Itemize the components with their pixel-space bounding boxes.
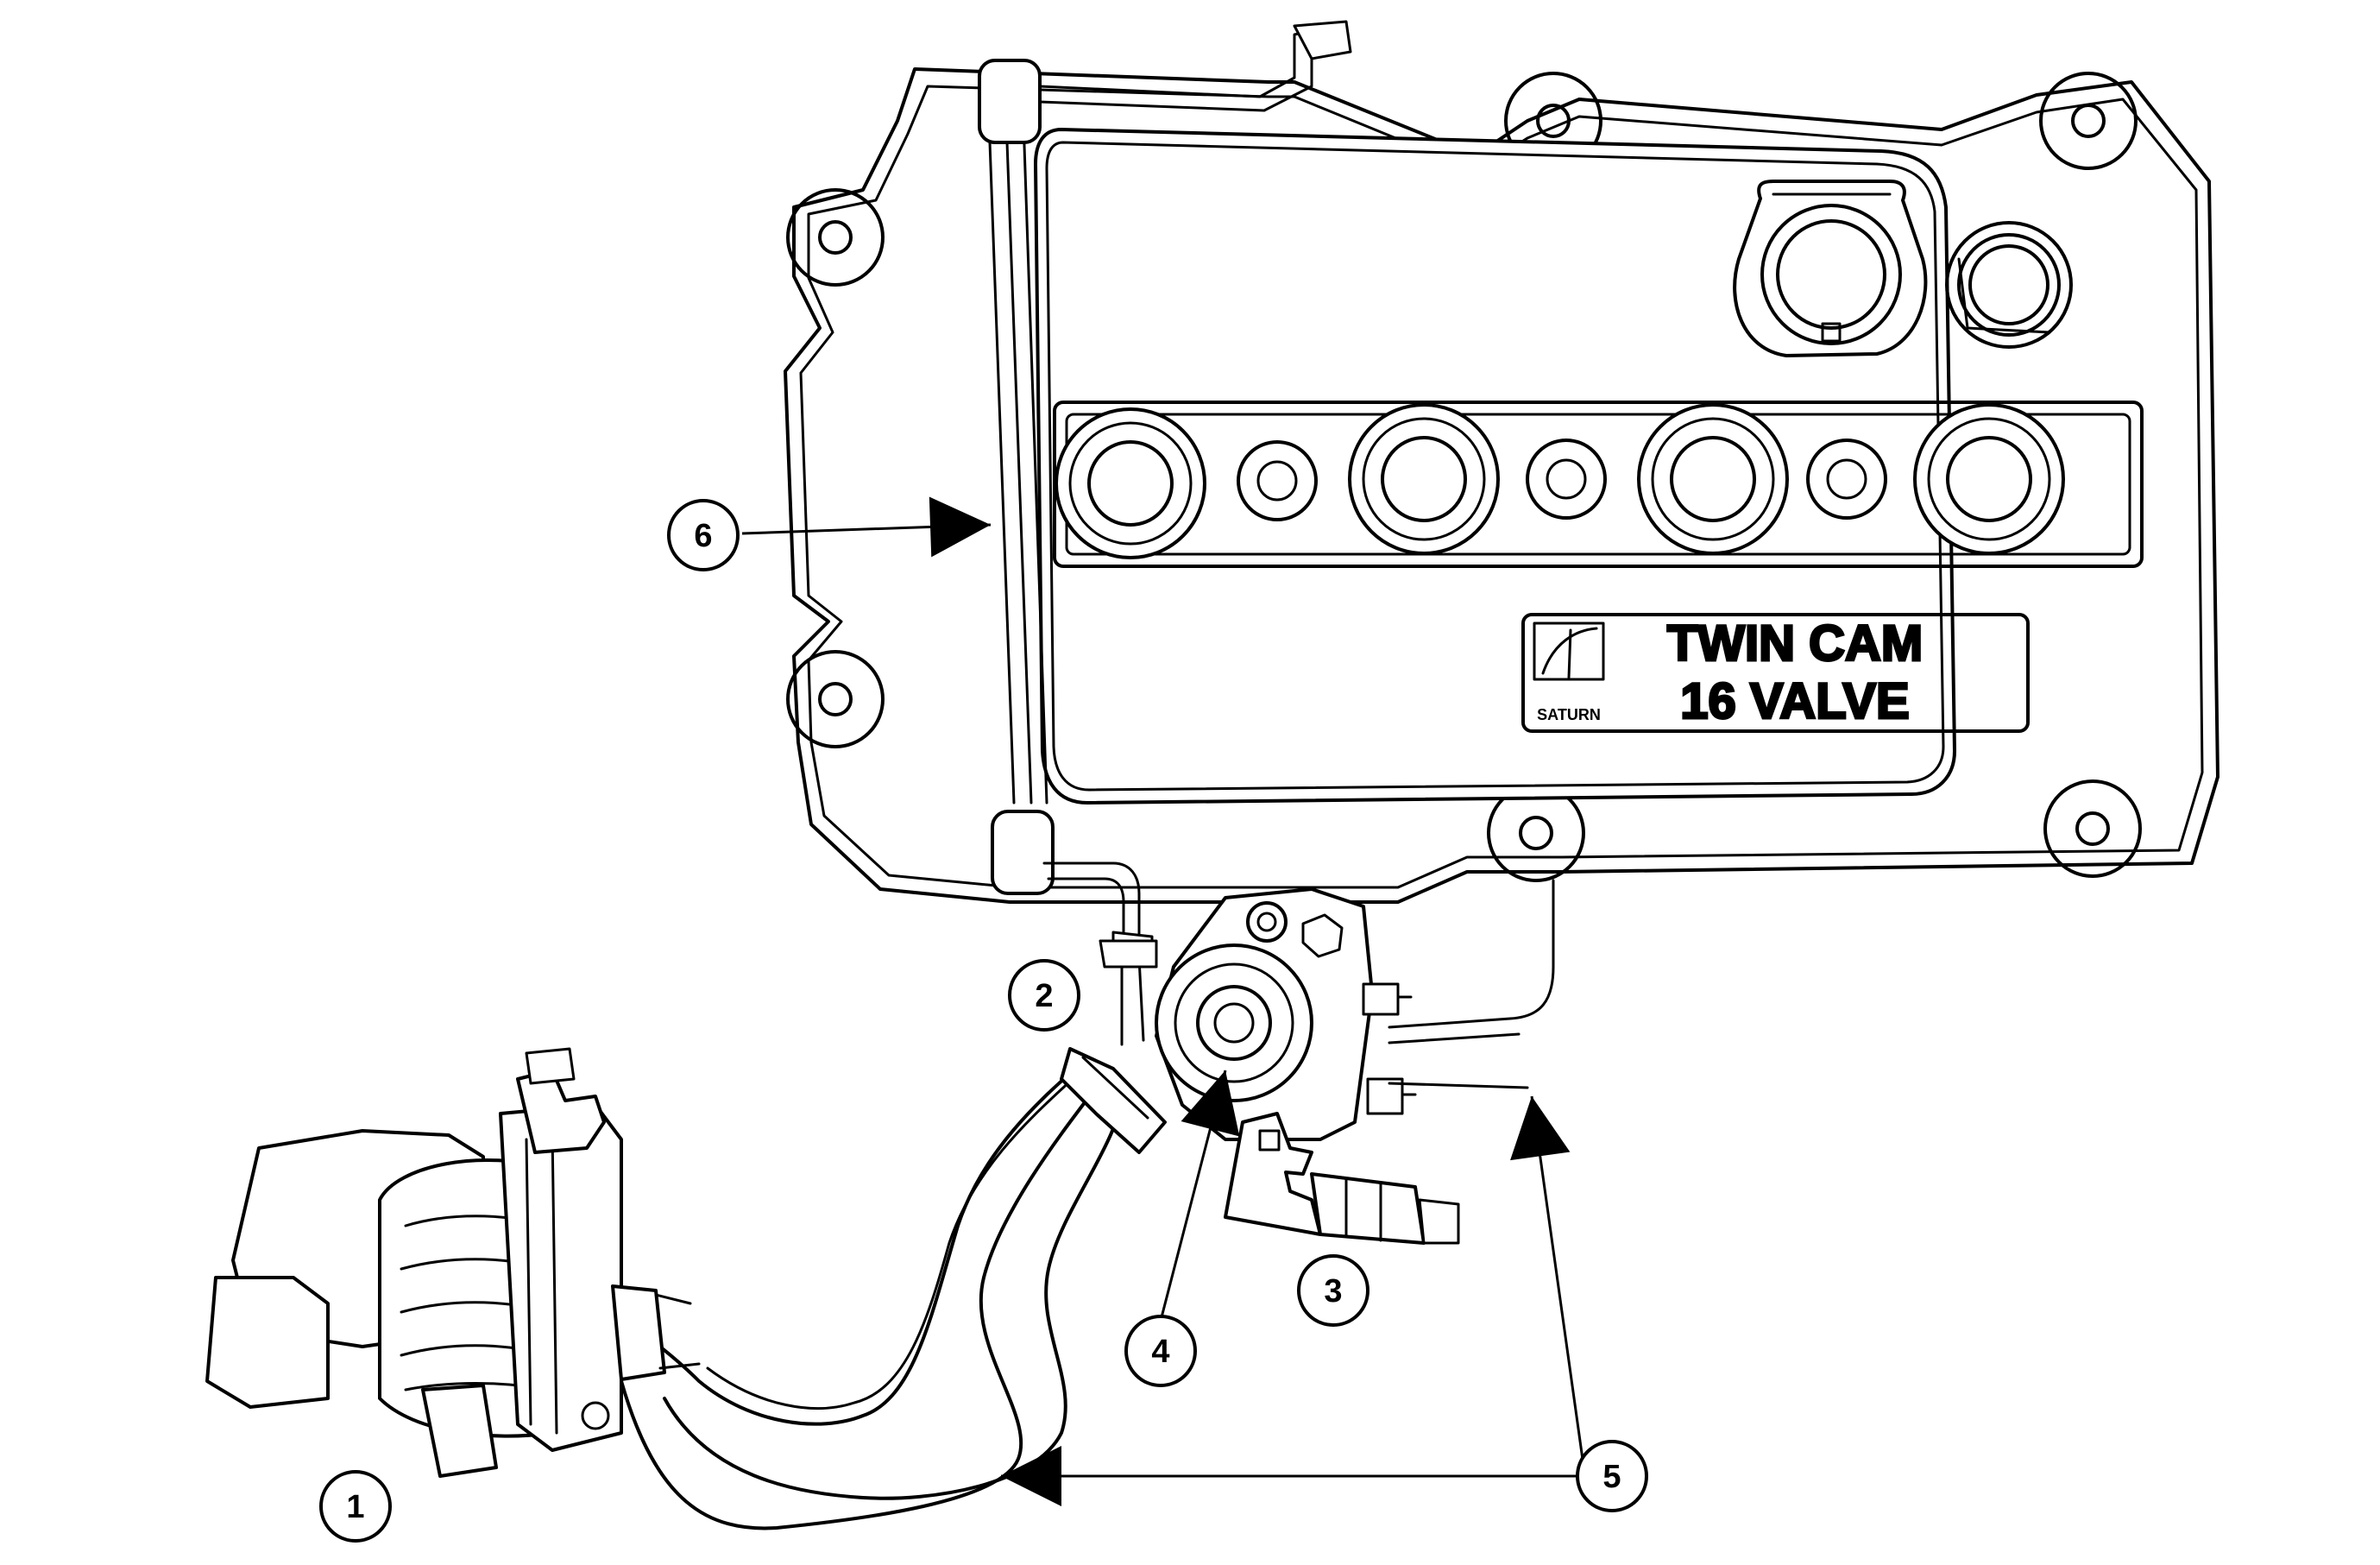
emblem-brand: SATURN [1537, 706, 1601, 723]
plug-well-2 [1348, 403, 1500, 555]
pcv-hose-elbow [1042, 861, 1158, 1046]
leader-lines [741, 496, 1586, 1506]
callout-5: 5 [1576, 1440, 1648, 1512]
plug-well-4 [1913, 403, 2065, 555]
callout-1: 1 [319, 1470, 392, 1543]
plug-well-1 [1055, 407, 1206, 559]
callout-4-label: 4 [1151, 1334, 1169, 1370]
callout-3: 3 [1297, 1254, 1369, 1327]
emblem-badge: SATURN TWIN CAM 16 VALVE [1521, 613, 2030, 733]
gasket-strip [978, 20, 1352, 895]
callout-1-label: 1 [346, 1489, 364, 1525]
spark-plug-well-strip [1053, 401, 2144, 568]
plug-well-3 [1637, 403, 1789, 555]
callout-3-label: 3 [1324, 1273, 1342, 1309]
oil-filler-cap [1733, 180, 2073, 357]
callout-4: 4 [1124, 1315, 1197, 1387]
callout-2-label: 2 [1035, 978, 1053, 1014]
callout-2: 2 [1008, 959, 1080, 1032]
emblem-line-2: 16 VALVE [1680, 673, 1909, 729]
leader-6 [741, 496, 992, 558]
callout-6-label: 6 [694, 518, 712, 554]
pcv-valve-housing [1155, 879, 1555, 1141]
sensor-connector [1224, 1112, 1460, 1245]
left-component [205, 1047, 701, 1478]
callout-5-label: 5 [1602, 1459, 1621, 1495]
leader-4 [1159, 1070, 1240, 1322]
callout-6: 6 [667, 499, 740, 571]
emblem-line-1: TWIN CAM [1667, 615, 1923, 672]
leader-5a [1510, 1095, 1586, 1473]
vacuum-hose [611, 1047, 1167, 1530]
